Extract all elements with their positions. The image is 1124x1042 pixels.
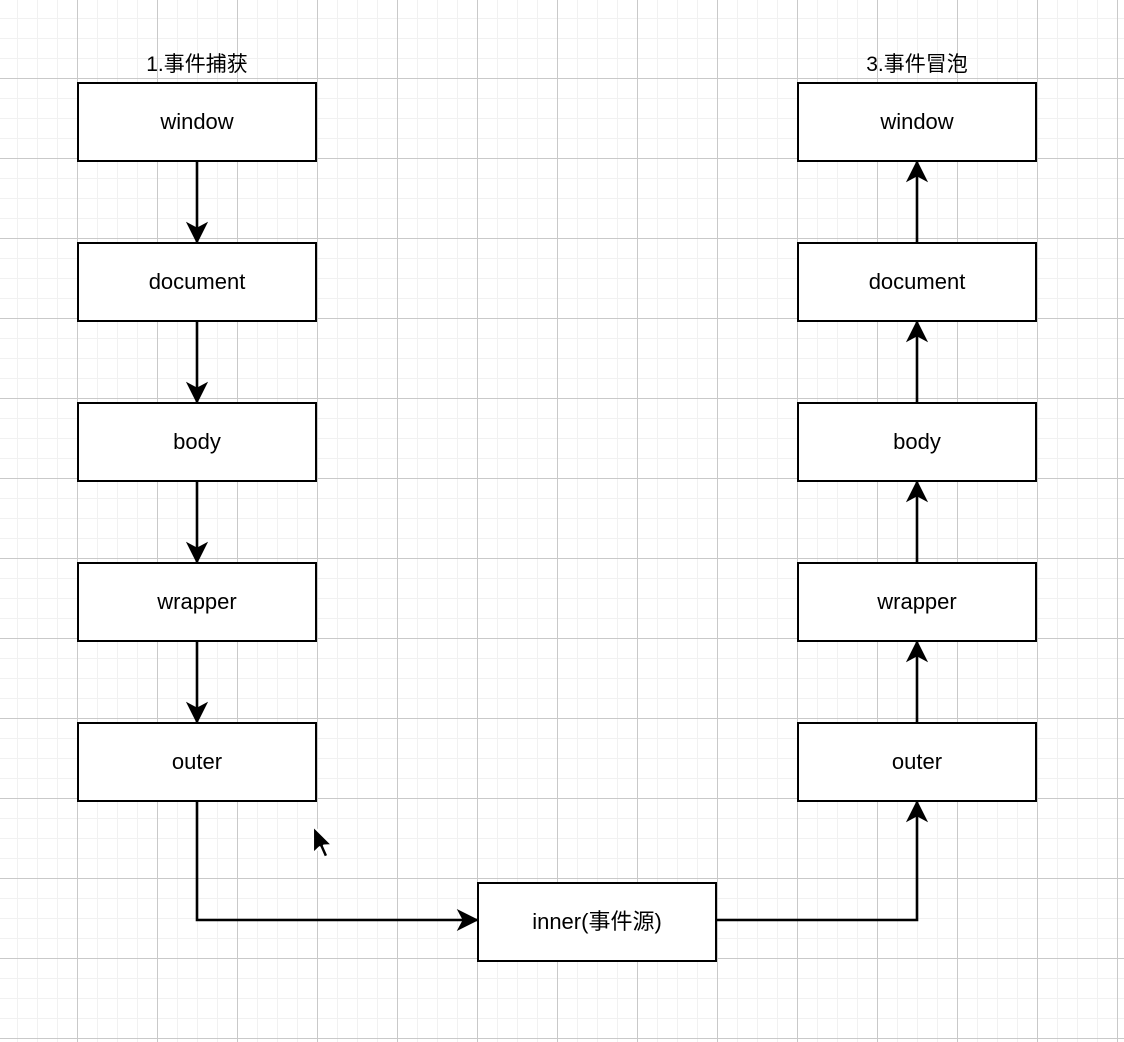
node-box-capture-0[interactable]: window	[77, 82, 317, 162]
node-label: wrapper	[157, 589, 237, 614]
node-box-target-0[interactable]: inner(事件源)	[477, 882, 717, 962]
column-title-bubble: 3.事件冒泡	[866, 53, 968, 76]
node-label: outer	[171, 749, 223, 774]
node-label: inner(事件源)	[532, 909, 662, 934]
column-title-capture: 1.事件捕获	[146, 53, 248, 76]
connector-inner-to-outer	[717, 800, 929, 922]
node-box-bubble-4[interactable]: outer	[797, 722, 1037, 802]
node-box-capture-3[interactable]: wrapper	[77, 562, 317, 642]
node-label: body	[893, 429, 941, 454]
node-box-capture-4[interactable]: outer	[77, 722, 317, 802]
node-label: document	[868, 269, 966, 294]
node-box-capture-2[interactable]: body	[77, 402, 317, 482]
node-box-bubble-1[interactable]: document	[797, 242, 1037, 322]
node-label: document	[148, 269, 246, 294]
node-box-bubble-3[interactable]: wrapper	[797, 562, 1037, 642]
connector-outer-to-inner	[195, 802, 479, 932]
node-label: outer	[891, 749, 943, 774]
node-box-bubble-2[interactable]: body	[797, 402, 1037, 482]
node-label: window	[160, 109, 234, 134]
node-box-capture-1[interactable]: document	[77, 242, 317, 322]
node-label: window	[880, 109, 954, 134]
node-label: body	[173, 429, 221, 454]
node-box-bubble-0[interactable]: window	[797, 82, 1037, 162]
node-label: wrapper	[877, 589, 957, 614]
